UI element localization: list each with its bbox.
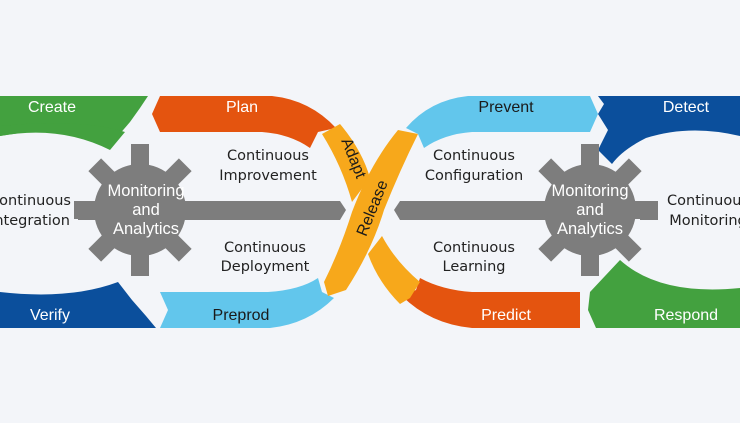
segment-prevent	[406, 96, 598, 148]
right-lower-text-2: Learning	[443, 259, 506, 275]
segment-plan	[152, 96, 336, 148]
segment-detect	[598, 96, 740, 164]
left-upper-text-1: Continuous	[227, 148, 309, 164]
segment-create-curve	[0, 123, 125, 150]
label-plan: Plan	[226, 99, 258, 116]
left-gear-text-3: Analytics	[113, 220, 179, 238]
right-gear	[524, 144, 656, 276]
segment-release-lower	[368, 236, 420, 304]
segment-verify	[0, 282, 156, 328]
label-preprod: Preprod	[213, 307, 270, 324]
left-lower-text-2: Deployment	[221, 259, 310, 275]
label-respond: Respond	[654, 307, 718, 324]
left-gear-text-2: and	[132, 201, 160, 219]
segment-respond	[588, 260, 740, 328]
right-upper-text-2: Configuration	[425, 168, 523, 184]
right-center-text-2: Monitoring	[669, 213, 740, 229]
label-detect: Detect	[663, 99, 710, 116]
segment-predict	[402, 278, 580, 328]
left-gear-text-1: Monitoring	[107, 182, 184, 200]
segment-adapt	[322, 124, 370, 202]
right-upper-text-1: Continuous	[433, 148, 515, 164]
left-upper-text-2: Improvement	[219, 168, 317, 184]
label-verify: Verify	[30, 307, 70, 324]
right-lower-text-1: Continuous	[433, 240, 515, 256]
right-gear-text-2: and	[576, 201, 604, 219]
right-gear-text-3: Analytics	[557, 220, 623, 238]
right-center-text-1: Continuous	[667, 193, 740, 209]
segment-release	[324, 130, 418, 296]
label-predict: Predict	[481, 307, 531, 324]
left-gear	[74, 144, 206, 276]
label-prevent: Prevent	[478, 99, 534, 116]
label-create: Create	[28, 99, 76, 116]
left-center-text-1: Continuous	[0, 193, 71, 209]
right-gear-text-1: Monitoring	[551, 182, 628, 200]
segment-preprod	[160, 278, 334, 328]
left-lower-text-1: Continuous	[224, 240, 306, 256]
left-center-text-2: Integration	[0, 213, 70, 229]
